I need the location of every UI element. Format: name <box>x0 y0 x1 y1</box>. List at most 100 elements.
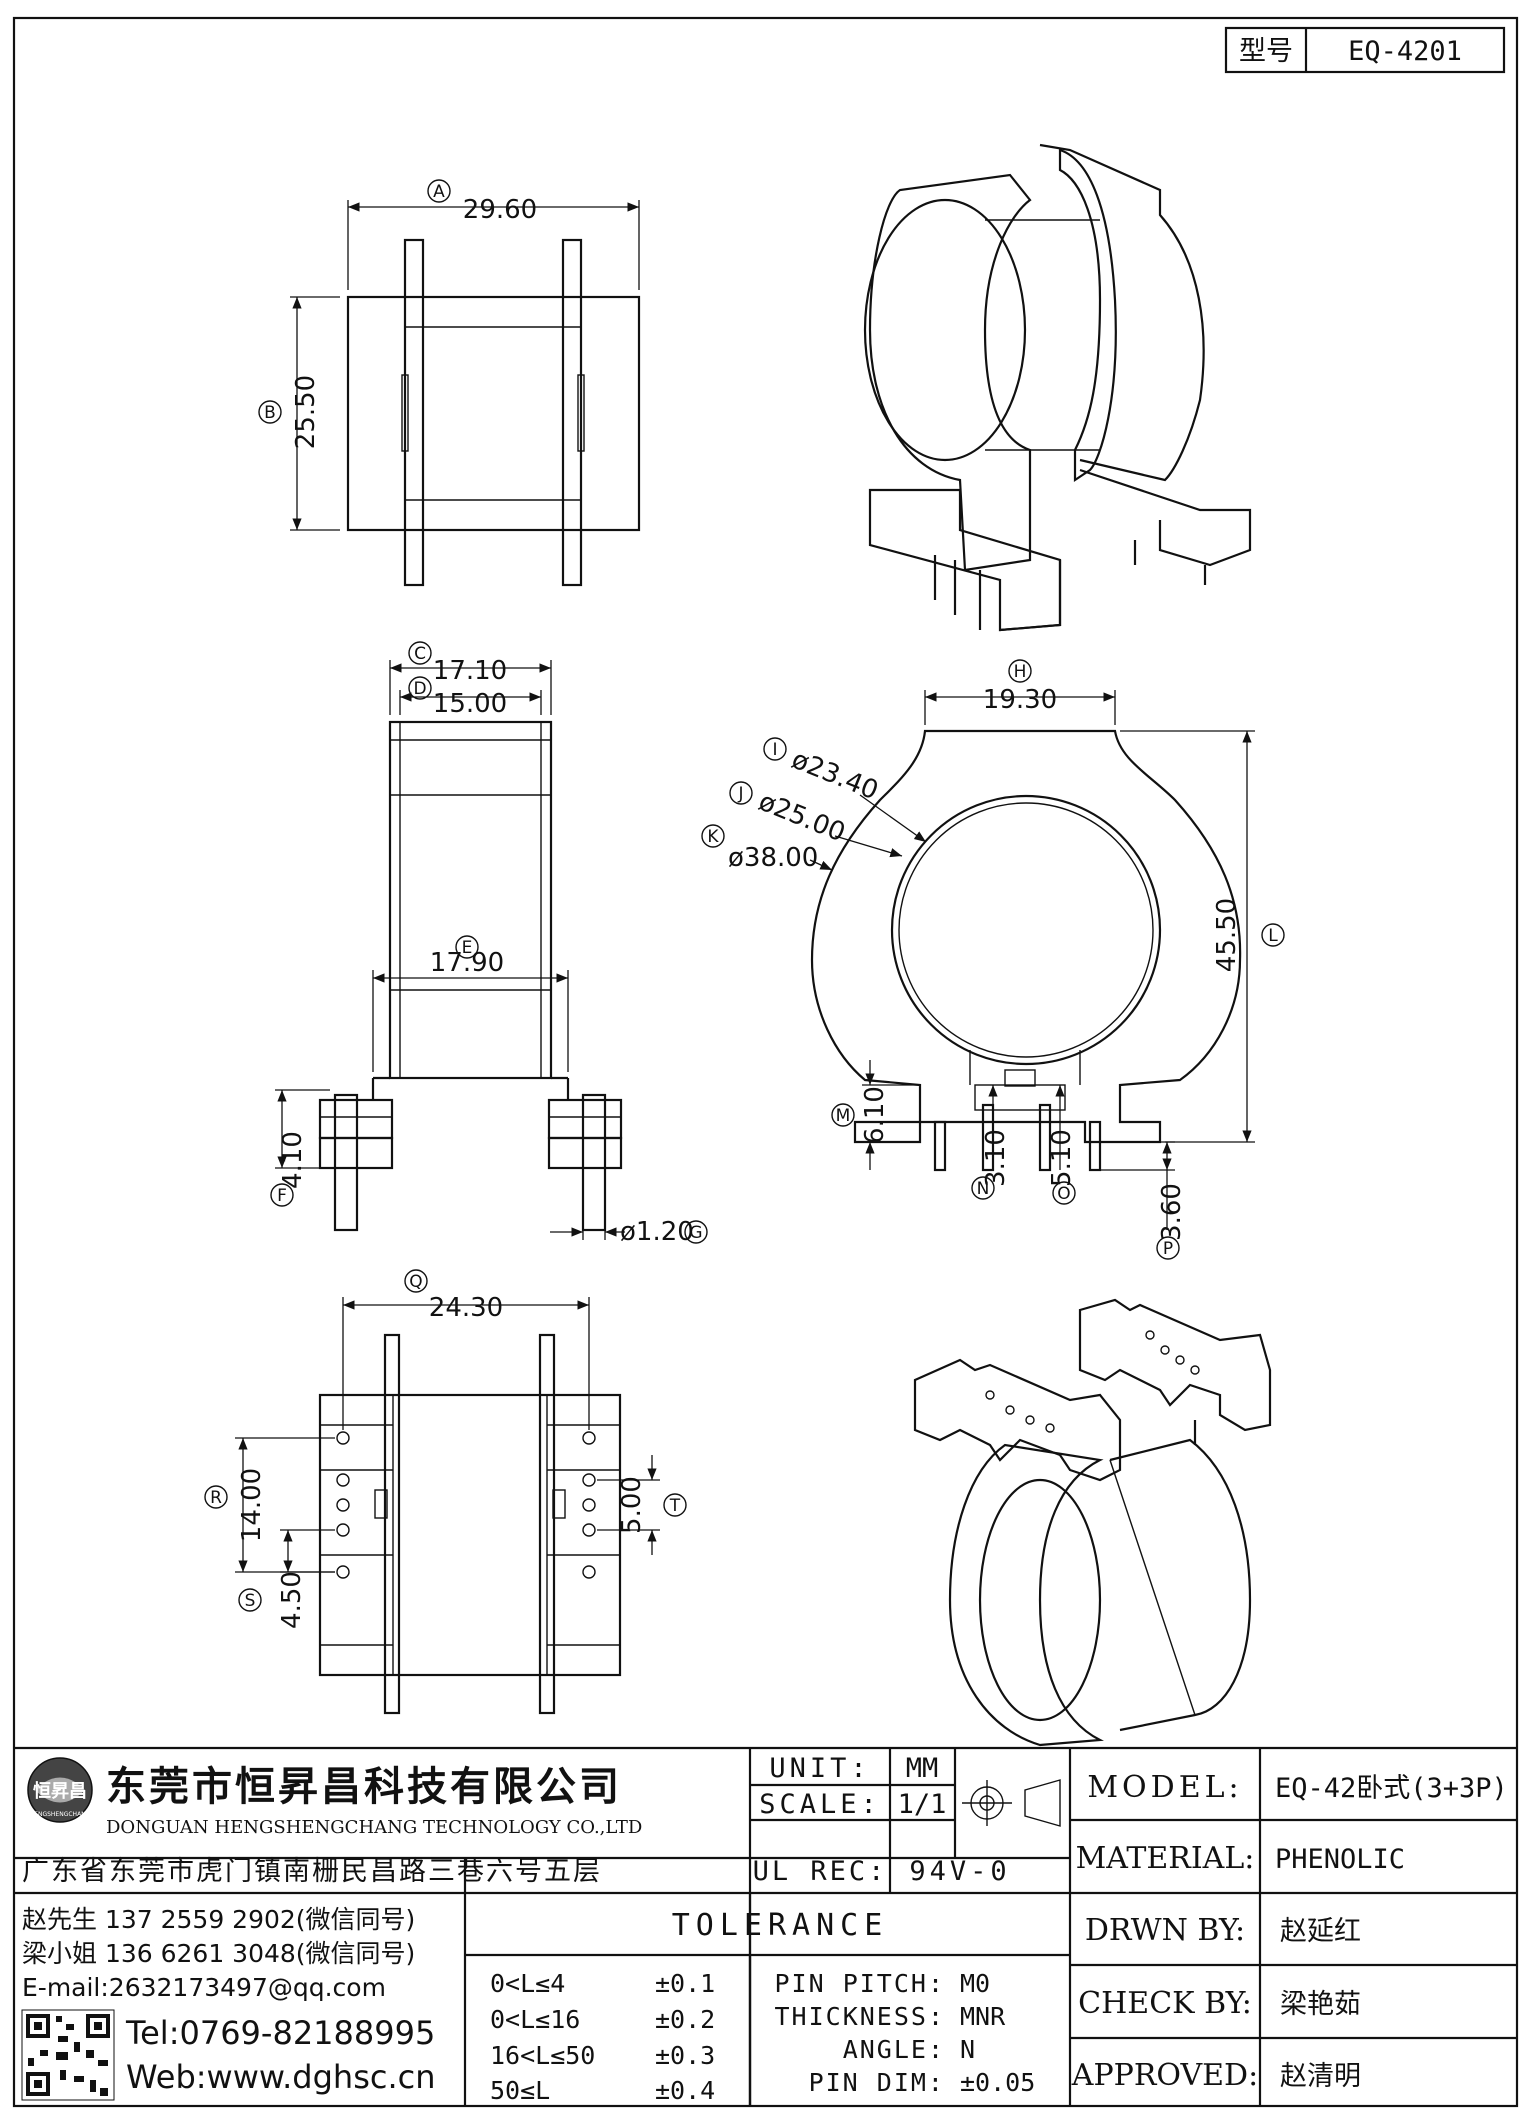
dim-R-label: R <box>210 1488 222 1508</box>
dim-O: 5.10 O <box>1047 1085 1077 1205</box>
dim-J-value: ø25.00 <box>754 787 849 849</box>
unit-value: MM <box>906 1753 939 1784</box>
pin-specs: PIN PITCH: M0 THICKNESS: MNR ANGLE: N PI… <box>774 1969 1035 2097</box>
bottom-view <box>318 1333 622 1715</box>
angle-value: N <box>960 2035 975 2064</box>
dim-F-value: 4.10 <box>278 1131 308 1189</box>
dim-O-label: O <box>1057 1184 1070 1204</box>
unit-label: UNIT: <box>769 1753 870 1784</box>
header-model-value: EQ-4201 <box>1348 36 1462 67</box>
dim-O-value: 5.10 <box>1047 1129 1077 1187</box>
dim-A-label: A <box>433 182 445 202</box>
company-address: 广东省东莞市虎门镇南栅民昌路三巷六号五层 <box>22 1856 602 1887</box>
header-label: 型号 <box>1239 36 1293 67</box>
drawn-value: 赵延红 <box>1280 1916 1361 1947</box>
dim-K-value: ø38.00 <box>728 843 818 873</box>
approved-value: 赵清明 <box>1280 2061 1361 2092</box>
approved-label: APPROVED: <box>1071 2058 1258 2093</box>
dim-T-label: T <box>669 1496 681 1516</box>
dim-H: H 19.30 <box>924 659 1116 725</box>
dim-D-value: 15.00 <box>433 689 507 719</box>
outer-frame <box>12 16 1519 2108</box>
side-view <box>318 720 623 1232</box>
dim-R: R 14.00 <box>204 1437 335 1573</box>
thickness-value: MNR <box>960 2002 1006 2031</box>
tol-range-1: 0<L≤4 <box>490 1969 565 1998</box>
qr-code <box>21 2009 115 2101</box>
iso-view-inverted <box>913 1298 1272 1747</box>
contact-line-2: 梁小姐 136 6261 3048(微信同号) <box>22 1939 415 1968</box>
dim-K-label: K <box>707 827 719 847</box>
tol-value-4: ±0.4 <box>655 2076 715 2105</box>
pin-pitch-value: M0 <box>960 1969 990 1998</box>
pin-pitch-label: PIN PITCH: <box>774 1969 945 1998</box>
dim-Q-label: Q <box>409 1272 422 1292</box>
contact-web: Web:www.dghsc.cn <box>126 2058 436 2096</box>
dim-Q: Q 24.30 <box>342 1269 590 1430</box>
tol-value-3: ±0.3 <box>655 2041 715 2070</box>
dim-M-label: M <box>836 1106 851 1126</box>
dim-I-value: ø23.40 <box>787 745 882 807</box>
dim-E-label: E <box>462 938 473 958</box>
dim-P-value: 3.60 <box>1157 1183 1187 1241</box>
dim-L-value: 45.50 <box>1212 898 1242 972</box>
dim-C-value: 17.10 <box>433 656 507 686</box>
dim-G: ø1.20 G <box>550 1205 708 1247</box>
company-name-cn: 东莞市恒昇昌科技有限公司 <box>106 1764 622 1810</box>
tol-value-2: ±0.2 <box>655 2005 715 2034</box>
top-view <box>346 238 641 587</box>
dim-K: K ø38.00 <box>701 824 833 873</box>
model-label: MODEL: <box>1087 1770 1242 1805</box>
title-block: 恒昇昌 HENGSHENGCHANG 东莞市恒昇昌科技有限公司 DONGUAN … <box>14 1746 1517 2106</box>
thickness-label: THICKNESS: <box>774 2002 945 2031</box>
dim-P: 3.60 P <box>1100 1141 1187 1260</box>
dim-T-value: 5.00 <box>617 1476 647 1534</box>
dim-H-value: 19.30 <box>983 685 1057 715</box>
dim-M-value: 6.10 <box>860 1086 890 1144</box>
company-name-en: DONGUAN HENGSHENGCHANG TECHNOLOGY CO.,LT… <box>106 1817 642 1838</box>
dim-B-value: 25.50 <box>291 375 321 449</box>
dim-S: S 4.50 <box>238 1529 335 1629</box>
model-value: EQ-42卧式(3+3P) <box>1275 1773 1508 1804</box>
pin-dim-value: ±0.05 <box>960 2068 1035 2097</box>
tolerance-title: TOLERANCE <box>672 1908 889 1943</box>
check-label: CHECK BY: <box>1078 1986 1252 2021</box>
logo-subtext: HENGSHENGCHANG <box>30 1811 91 1818</box>
dim-T: 5.00 T <box>597 1455 687 1555</box>
dim-C: C 17.10 <box>389 641 552 715</box>
dim-Q-value: 24.30 <box>429 1293 503 1323</box>
dim-A-value: 29.60 <box>463 195 537 225</box>
dim-D-label: D <box>413 679 426 699</box>
dim-B-label: B <box>264 403 276 423</box>
projection-symbol-icon <box>962 1779 1061 1827</box>
material-label: MATERIAL: <box>1076 1841 1255 1876</box>
dim-G-value: ø1.20 <box>620 1217 694 1247</box>
scale-value: 1/1 <box>898 1789 947 1820</box>
dim-E-value: 17.90 <box>430 948 504 978</box>
iso-view-upright <box>863 143 1252 632</box>
dim-N-label: N <box>977 1179 990 1199</box>
tol-range-2: 0<L≤16 <box>490 2005 580 2034</box>
dim-A: A 29.60 <box>347 179 640 290</box>
ulrec-value: 94V-0 <box>909 1856 1010 1887</box>
dim-N: 3.10 N <box>971 1085 1011 1200</box>
pin-dim-label: PIN DIM: <box>809 2068 945 2097</box>
dim-L-label: L <box>1268 926 1278 946</box>
dim-I-label: I <box>772 740 777 760</box>
dim-B: B 25.50 <box>258 296 340 531</box>
header-model-box: 型号 EQ-4201 <box>1224 26 1506 74</box>
contact-tel: Tel:0769-82188995 <box>125 2014 435 2052</box>
ulrec-label: UL REC: <box>753 1856 888 1887</box>
dim-F: F 4.10 <box>270 1089 330 1207</box>
tolerance-table: 0<L≤4 ±0.1 0<L≤16 ±0.2 16<L≤50 ±0.3 50≤L… <box>490 1969 715 2105</box>
drawn-label: DRWN BY: <box>1085 1913 1245 1948</box>
dim-H-label: H <box>1014 662 1027 682</box>
dim-G-label: G <box>689 1223 702 1243</box>
tol-value-1: ±0.1 <box>655 1969 715 1998</box>
front-view <box>810 729 1242 1172</box>
dim-J-label: J <box>737 784 743 804</box>
check-value: 梁艳茹 <box>1280 1989 1361 2020</box>
dim-P-label: P <box>1163 1239 1173 1259</box>
